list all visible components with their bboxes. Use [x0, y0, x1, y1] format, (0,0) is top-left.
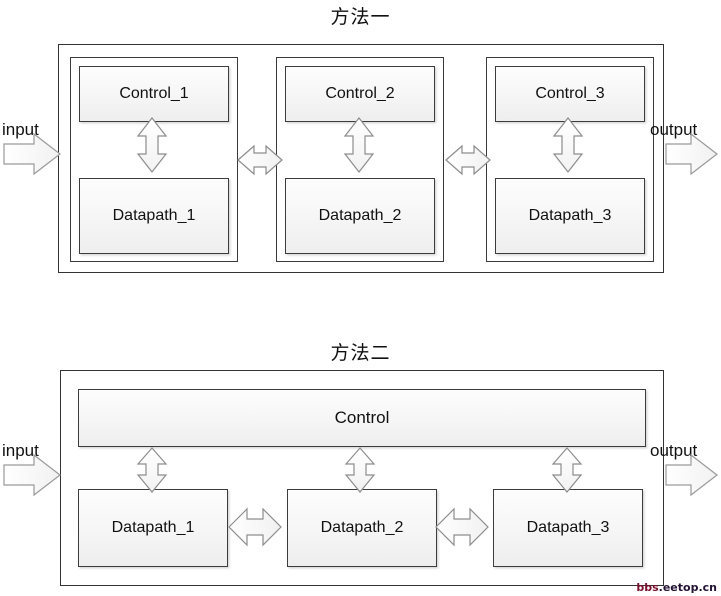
- flow-arrow-input-2: [3, 453, 61, 497]
- datapath-box-3[interactable]: Datapath_3: [493, 489, 643, 567]
- flow-arrow-output-1: [665, 132, 718, 176]
- input-label-method-2: input: [2, 441, 39, 460]
- datapath-box-1[interactable]: Datapath_1: [78, 489, 228, 567]
- control-box-3[interactable]: Control_3: [495, 66, 645, 122]
- output-label-method-2: output: [650, 441, 698, 460]
- diagram-2-title: 方法二: [330, 343, 391, 364]
- method-1-container: Control_1 Datapath_1 Control_2 Datapath_…: [58, 44, 664, 273]
- datapath-box-2[interactable]: Datapath_2: [287, 489, 437, 567]
- control-box-2[interactable]: Control_2: [285, 66, 435, 122]
- module-1[interactable]: Control_1 Datapath_1: [70, 57, 238, 262]
- datapath-box-2[interactable]: Datapath_2: [285, 178, 435, 254]
- control-box-shared[interactable]: Control: [78, 389, 646, 447]
- datapath-box-3[interactable]: Datapath_3: [495, 178, 645, 254]
- watermark: bbs.eetop.cn: [636, 581, 717, 594]
- output-label-method-1: output: [650, 120, 698, 139]
- diagram-1-title: 方法一: [330, 7, 391, 28]
- flow-arrow-input-1: [3, 132, 61, 176]
- module-2[interactable]: Control_2 Datapath_2: [276, 57, 444, 262]
- flow-arrow-output-2: [665, 453, 718, 497]
- watermark-suffix: .eetop.cn: [658, 581, 717, 594]
- control-box-1[interactable]: Control_1: [79, 66, 229, 122]
- datapath-box-1[interactable]: Datapath_1: [79, 178, 229, 254]
- watermark-prefix: bbs: [636, 581, 659, 594]
- input-label-method-1: input: [2, 120, 39, 139]
- method-2-container: Control Datapath_1 Datapath_2 Datapath_3: [60, 370, 664, 586]
- module-3[interactable]: Control_3 Datapath_3: [486, 57, 654, 262]
